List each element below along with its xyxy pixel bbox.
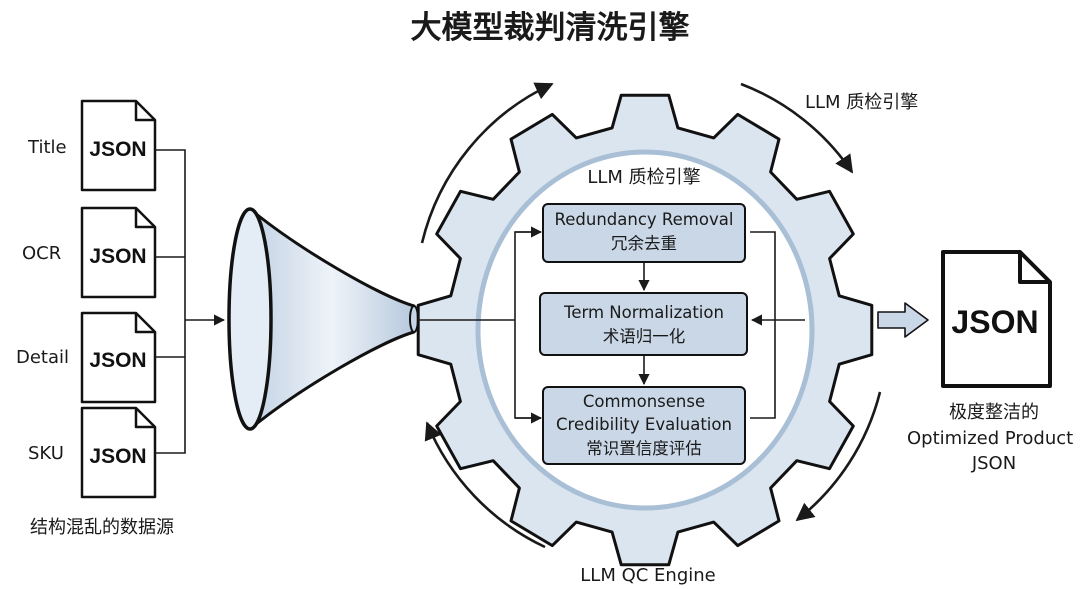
output-caption-zh: 极度整洁的 xyxy=(949,402,1039,423)
output-doc: JSON xyxy=(941,250,1052,388)
step-label-en: Redundancy Removal xyxy=(555,210,734,229)
engine-inner-label: LLM 质检引擎 xyxy=(587,167,700,188)
step-label-en-line2: Credibility Evaluation xyxy=(556,415,732,434)
engine-outer-label: LLM 质检引擎 xyxy=(805,92,918,113)
step-label-en-line1: Commonsense xyxy=(583,392,705,411)
step-label-zh: 冗余去重 xyxy=(611,234,677,253)
source-label-ocr: OCR xyxy=(22,243,61,264)
step-term-normalization: Term Normalization 术语归一化 xyxy=(539,292,748,356)
output-doc-json-text: JSON xyxy=(951,304,1038,340)
source-doc-json-text: JSON xyxy=(89,445,146,468)
output-arrow-icon xyxy=(877,302,929,338)
source-doc-json-text: JSON xyxy=(89,245,146,268)
source-label-sku: SKU xyxy=(28,443,64,464)
engine-bottom-label: LLM QC Engine xyxy=(580,565,715,586)
source-doc-sku: JSON xyxy=(80,406,157,499)
rotation-arrows xyxy=(420,82,882,549)
engine-input-connectors xyxy=(418,226,805,424)
step-label-en: Term Normalization xyxy=(563,303,724,322)
source-doc-detail: JSON xyxy=(80,311,157,404)
source-doc-json-text: JSON xyxy=(89,349,146,372)
funnel-icon xyxy=(227,207,419,431)
step-commonsense-credibility: Commonsense Credibility Evaluation 常识置信度… xyxy=(542,386,746,465)
output-caption-en-1: Optimized Product xyxy=(907,428,1073,449)
source-label-detail: Detail xyxy=(16,347,69,368)
output-caption-en-2: JSON xyxy=(971,453,1016,474)
source-doc-title: JSON xyxy=(80,99,157,192)
step-label-zh: 术语归一化 xyxy=(603,327,686,346)
source-doc-json-text: JSON xyxy=(89,138,146,161)
sources-caption: 结构混乱的数据源 xyxy=(30,517,174,538)
step-redundancy-removal: Redundancy Removal 冗余去重 xyxy=(542,203,746,263)
page-title: 大模型裁判清洗引擎 xyxy=(411,10,690,46)
step-label-zh: 常识置信度评估 xyxy=(586,439,702,458)
source-label-title: Title xyxy=(27,137,67,158)
source-doc-ocr: JSON xyxy=(80,206,157,299)
source-connectors xyxy=(155,149,226,454)
